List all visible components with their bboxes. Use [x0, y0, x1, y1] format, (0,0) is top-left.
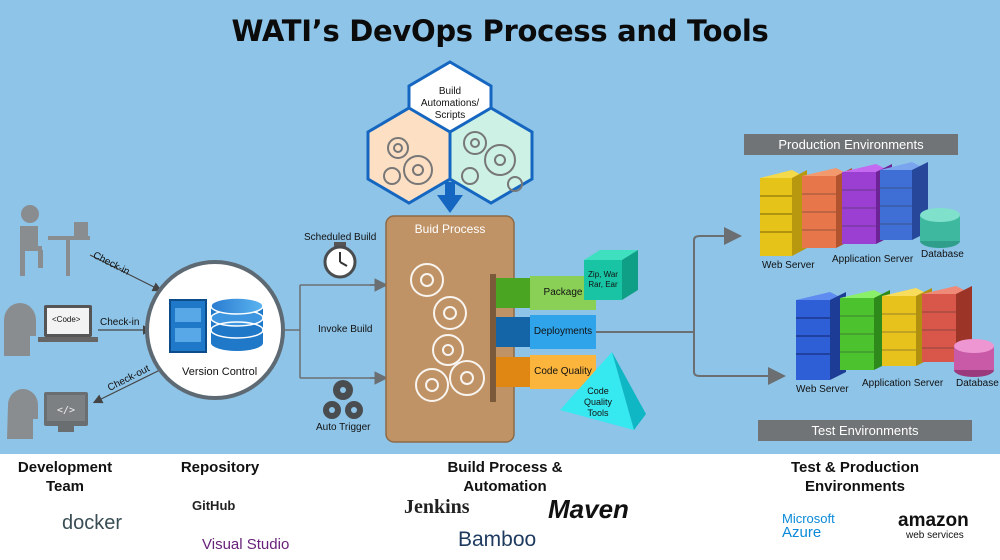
tools-line-3: Tools [587, 408, 609, 418]
prod-database-cylinder [920, 208, 960, 248]
category-environments: Test & Production Environments [760, 458, 950, 496]
artifact-line-1: Zip, War [588, 270, 618, 279]
webservices-logo-text: web services [906, 530, 964, 541]
version-control-node [145, 260, 285, 400]
hexagon-right [448, 106, 534, 205]
developer-desk-icon [20, 205, 90, 276]
hexagon-label-line-3: Scripts [434, 110, 466, 121]
category-repository: Repository [180, 459, 260, 476]
tools-line-2: Quality [583, 397, 612, 407]
azure-line-1: Microsoft [782, 511, 835, 526]
stopwatch-icon [323, 242, 357, 279]
svg-text:</>: </> [57, 405, 75, 416]
quality-tools-label: Code Quality Tools [578, 386, 618, 419]
artifact-cube-icon [584, 250, 638, 300]
prod-web-server-label: Web Server [762, 260, 815, 271]
test-app-server-stack [840, 286, 972, 370]
prod-web-server-stack [760, 170, 807, 256]
docker-logo-text: docker [62, 512, 123, 534]
azure-line-2: Azure [782, 524, 822, 541]
bamboo-logo-text: Bamboo [458, 528, 537, 551]
production-servers [760, 162, 960, 256]
azure-logo-text: Microsoft Azure [782, 511, 835, 541]
category-development-team: Development Team [10, 458, 120, 496]
env-line-1: Test & Production [790, 459, 920, 476]
hexagon-gears [383, 131, 523, 192]
amazon-logo-text: amazon [898, 510, 969, 531]
test-servers [796, 286, 994, 380]
package-stage-label: Package [543, 287, 583, 298]
test-environments-bar: Test Environments [758, 420, 972, 441]
code-tag: <Code> [52, 315, 81, 324]
scheduled-build-label: Scheduled Build [304, 232, 377, 243]
dev-team-line-1: Development [17, 459, 113, 476]
test-database-cylinder [954, 339, 994, 377]
hexagon-label-line-2: Automations/ [420, 98, 480, 109]
production-environments-bar: Production Environments [744, 134, 958, 155]
checkin-label-2: Check-in [100, 317, 140, 328]
hexagon-label: Build Automations/ Scripts [410, 86, 490, 122]
prod-app-server-label: Application Server [832, 254, 914, 265]
build-line-2: Automation [463, 478, 547, 495]
invoke-build-label: Invoke Build [318, 324, 373, 335]
test-web-server-label: Web Server [796, 384, 849, 395]
build-process-title: Buid Process [414, 222, 486, 236]
maven-logo-text: Maven [548, 494, 629, 524]
test-database-label: Database [956, 378, 999, 389]
developer-laptop-icon [4, 303, 98, 356]
hexagon-label-line-1: Build [438, 86, 462, 97]
github-logo-text: GitHub [192, 498, 236, 513]
deployments-stage-label: Deployments [533, 326, 593, 337]
artifact-types-label: Zip, War Rar, Ear [584, 270, 622, 290]
prod-app-server-stack [802, 162, 928, 248]
version-control-label: Version Control [182, 366, 258, 378]
tools-panel [0, 454, 1000, 560]
jenkins-logo-text: Jenkins [404, 496, 470, 518]
dev-team-line-2: Team [45, 478, 85, 495]
build-line-1: Build Process & [447, 459, 563, 476]
category-build-automation: Build Process & Automation [420, 458, 590, 496]
page-title: WATI’s DevOps Process and Tools [231, 14, 769, 48]
tools-line-1: Code [587, 386, 609, 396]
build-automation-hexagons [366, 60, 534, 213]
test-app-server-label: Application Server [862, 378, 944, 389]
env-line-2: Environments [804, 478, 906, 495]
build-process-box [385, 215, 515, 443]
auto-trigger-gears-icon [323, 380, 363, 419]
auto-trigger-label: Auto Trigger [316, 422, 371, 433]
test-web-server-stack [796, 292, 846, 380]
visual-studio-logo-text: Visual Studio [202, 536, 290, 553]
code-quality-stage-label: Code Quality [534, 366, 592, 377]
developer-monitor-icon: </> [7, 389, 88, 439]
prod-database-label: Database [921, 249, 964, 260]
quality-tools-pyramid-icon [560, 352, 646, 430]
artifact-line-2: Rar, Ear [588, 280, 618, 289]
